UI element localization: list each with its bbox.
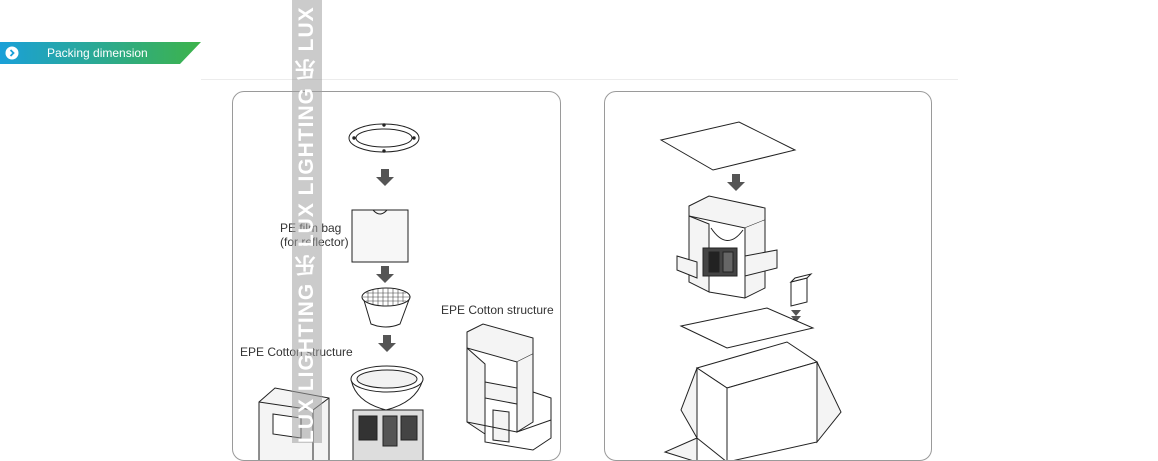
section-tab-background xyxy=(0,42,201,64)
section-title: Packing dimension xyxy=(47,46,148,60)
divider xyxy=(201,79,958,80)
watermark-band xyxy=(292,0,322,443)
epe-cotton-label-right: EPE Cotton structure xyxy=(441,303,554,317)
section-tab: Packing dimension xyxy=(0,42,201,64)
box-assembly-panel xyxy=(604,91,932,461)
watermark-text: LUX LIGHTING 乐 LUX LIGHTING 乐 LUX LIGHTI… xyxy=(295,0,318,443)
reflector-packing-drawing xyxy=(258,123,552,460)
chevron-right-circle-icon xyxy=(5,46,19,60)
packing-steps-panel: PE film bag (for reflector) EPE Cotton s… xyxy=(232,91,561,461)
box-assembly-drawing xyxy=(659,121,842,460)
